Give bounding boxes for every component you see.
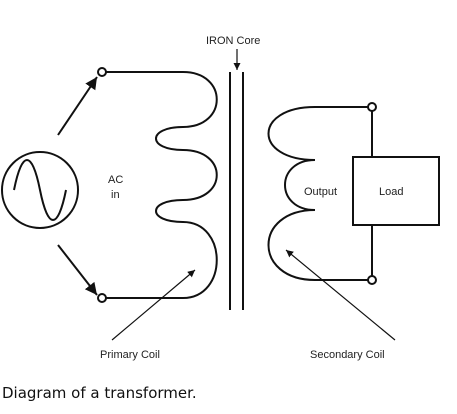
iron-core [229,72,244,310]
bottom-output-terminal [367,275,377,285]
transformer-diagram: AC in IRON Core Load Output Primary Coil… [1,35,440,361]
figure-caption: Diagram of a transformer. [2,384,197,402]
ac-source [1,151,79,229]
primary-coil-pointer [111,269,196,341]
primary-coil [106,71,218,299]
iron-core-label: IRON Core [206,35,260,47]
top-input-arrow [57,76,98,136]
secondary-coil-label: Secondary Coil [310,349,385,361]
bottom-input-arrow [57,244,98,296]
top-output-terminal [367,102,377,112]
load-box [352,156,440,226]
secondary-coil [267,106,372,281]
top-input-terminal [97,67,107,77]
ac-label-line2: in [111,189,120,201]
load-label: Load [379,186,403,198]
bottom-input-terminal [97,293,107,303]
secondary-coil-pointer [285,249,396,341]
ac-label-line1: AC [108,174,123,186]
sine-wave-icon [13,159,67,221]
primary-coil-label: Primary Coil [100,349,160,361]
output-label: Output [304,186,337,198]
